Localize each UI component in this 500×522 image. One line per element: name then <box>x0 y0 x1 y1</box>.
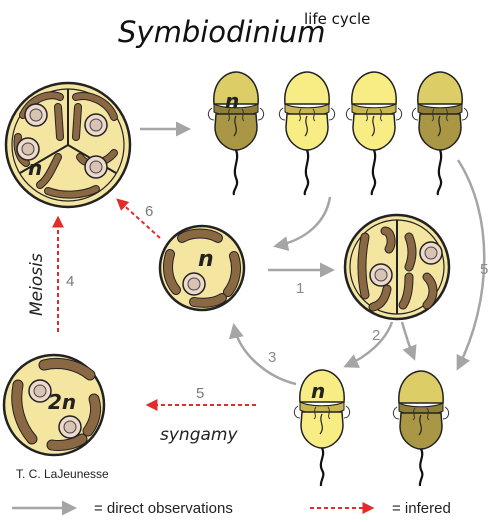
gamete-light: n <box>293 369 351 487</box>
meiosis-label: Meiosis <box>27 253 47 316</box>
arrow-step-2-right <box>400 321 417 361</box>
dividing-cell <box>343 213 451 321</box>
syngamy-label: syngamy <box>160 425 238 445</box>
mastigote-2 <box>278 71 336 196</box>
step-5-right-label: 5 <box>480 261 488 278</box>
legend: = direct observations = infered <box>12 500 451 517</box>
step-3-label: 3 <box>268 349 276 366</box>
step-2-label: 2 <box>372 327 380 344</box>
step-6-label: 6 <box>145 203 153 220</box>
mastigote-4 <box>411 71 469 196</box>
zygote-ploidy-label: 2n <box>48 390 76 414</box>
step-4-label: 4 <box>66 273 74 290</box>
zygote-cell: 2n <box>2 353 106 457</box>
legend-direct-label: = direct observations <box>94 500 233 517</box>
arrow-mastigotes-to-coccoid <box>273 196 332 251</box>
gamete-ploidy-label: n <box>311 379 325 403</box>
arrow-step-5-right <box>456 159 486 371</box>
coccoid-ploidy-label: n <box>198 247 214 272</box>
coccoid-cell: n <box>158 224 246 312</box>
arrow-step-6 <box>116 198 161 239</box>
diagram-title: Symbiodinium <box>118 15 326 49</box>
arrow-step-3 <box>229 323 297 386</box>
tetrad-cyst: n <box>4 81 132 209</box>
legend-inferred-label: = infered <box>392 500 451 517</box>
step-1-label: 1 <box>296 280 304 297</box>
gamete-dark <box>392 370 450 487</box>
mastigote-1: n <box>207 71 265 196</box>
mastigote-ploidy-label: n <box>225 89 239 113</box>
diagram-title-superscript: life cycle <box>304 10 370 28</box>
author-credit: T. C. LaJeunesse <box>16 467 109 481</box>
tetrad-ploidy-label: n <box>28 156 42 180</box>
mastigote-3 <box>345 71 403 196</box>
arrow-step-2-left <box>343 321 394 368</box>
step-5-bottom-label: 5 <box>196 385 204 402</box>
